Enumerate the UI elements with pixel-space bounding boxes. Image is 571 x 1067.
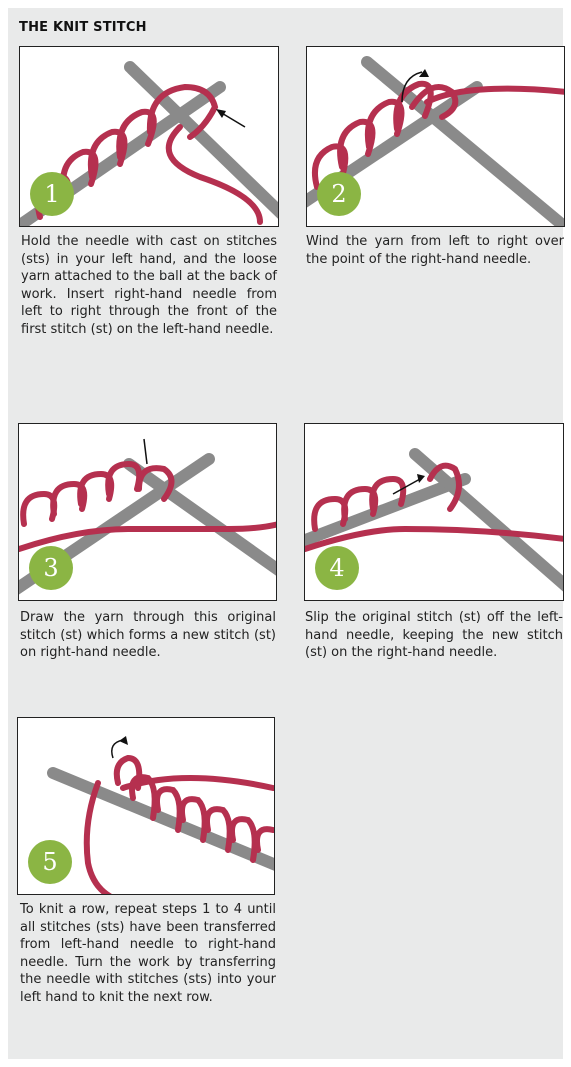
page-title: THE KNIT STITCH (19, 20, 147, 35)
step-5-illustration: 5 (17, 717, 275, 895)
step-4-illustration: 4 (304, 423, 564, 601)
step-3-illustration: 3 (18, 423, 277, 601)
step-3-text: Draw the yarn through this original stit… (20, 609, 276, 662)
step-1-text: Hold the needle with cast on stitches (s… (21, 233, 277, 339)
step-2-illustration: 2 (306, 46, 565, 227)
step-5-text: To knit a row, repeat steps 1 to 4 until… (20, 901, 276, 1007)
step-3-badge: 3 (29, 546, 73, 590)
step-2-text: Wind the yarn from left to right over th… (306, 233, 564, 268)
step-4-badge: 4 (315, 546, 359, 590)
step-5-badge: 5 (28, 840, 72, 884)
step-1-illustration: 1 (19, 46, 279, 227)
step-4-text: Slip the original stitch (st) off the le… (305, 609, 563, 662)
step-1-badge: 1 (30, 172, 74, 216)
step-2-badge: 2 (317, 172, 361, 216)
